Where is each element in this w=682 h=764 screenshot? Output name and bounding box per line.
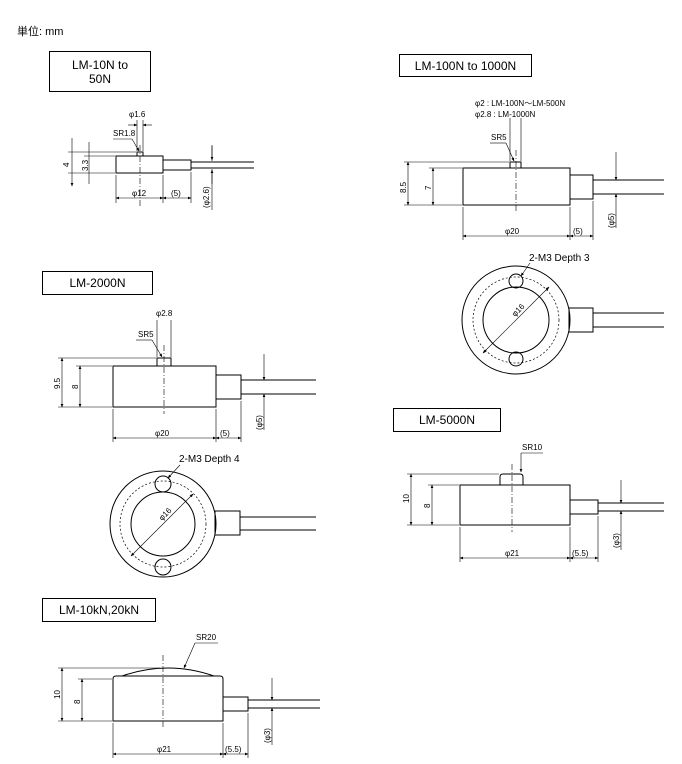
lm100-note-1: φ2 : LM-100N～LM-500N xyxy=(475,99,565,108)
lm2000-dim-sr: SR5 xyxy=(138,330,154,339)
lm5000-side-view: SR10 10 8 φ21 (5.5) (φ3) xyxy=(402,443,664,562)
lm100-strain-relief-top xyxy=(568,307,594,333)
lm10k-dim-height-body: 8 xyxy=(73,699,82,704)
lm10-body xyxy=(115,155,164,174)
lm2000-dim-height-total: 9.5 xyxy=(53,377,62,389)
lm10k-strain-relief xyxy=(222,696,249,712)
lm2000-holes-callout: 2-M3 Depth 4 xyxy=(179,454,240,465)
lm10-strain-relief xyxy=(162,159,192,171)
lm100-outer-circle xyxy=(461,265,571,375)
lm100-pcd-circle xyxy=(472,276,560,364)
lm10k-dome xyxy=(121,667,215,677)
lm5000-dim-sr: SR10 xyxy=(522,443,543,452)
lm2000-dim-button: φ2.8 xyxy=(156,309,173,318)
lm100-hole-bottom xyxy=(508,351,524,367)
lm100-body xyxy=(462,167,571,206)
lm2000-hole-bottom xyxy=(154,558,172,576)
lm100-dim-height-body: 7 xyxy=(424,185,433,190)
lm10-side-view: φ1.6 SR1.8 4 3.3 φ12 (5) (φ2.6) xyxy=(62,110,254,210)
lm10k-dim-diameter: φ21 xyxy=(157,745,172,754)
unit-label: 単位: mm xyxy=(17,26,64,38)
title-lm5000: LM-5000N xyxy=(393,408,501,432)
lm100-dim-sr: SR5 xyxy=(491,133,507,142)
lm2000-dim-cable-length: (5) xyxy=(220,429,230,438)
title-lm5000-text: LM-5000N xyxy=(418,413,476,427)
lm10-dim-cable-diameter: (φ2.6) xyxy=(202,186,211,208)
lm5000-dim-height-body: 8 xyxy=(423,503,432,508)
lm100-dim-height-total: 8.5 xyxy=(399,181,408,193)
lm10k-dim-cable-length: (5.5) xyxy=(225,745,242,754)
lm2000-pcd-circle xyxy=(119,480,207,568)
lm100-note-2: φ2.8 : LM-1000N xyxy=(475,110,536,119)
title-lm10: LM-10N to 50N xyxy=(49,51,151,92)
lm5000-dim-cable-length: (5.5) xyxy=(572,549,589,558)
lm2000-top-view: 2-M3 Depth 4 φ16 xyxy=(109,454,316,578)
lm5000-dim-cable-diameter: (φ3) xyxy=(612,533,621,548)
lm10k-dim-cable-diameter: (φ3) xyxy=(263,728,272,743)
lm10-dim-height-total: 4 xyxy=(62,162,71,167)
lm2000-dim-height-body: 8 xyxy=(71,384,80,389)
lm100-dim-pcd: φ16 xyxy=(510,302,527,319)
lm100-dim-diameter: φ20 xyxy=(505,227,520,236)
title-lm10-text: LM-10N to 50N xyxy=(71,57,129,86)
lm5000-body xyxy=(459,484,571,526)
lm2000-dim-cable-diameter: (φ5) xyxy=(255,415,264,430)
lm10-dim-button: φ1.6 xyxy=(129,110,146,119)
lm10k-dim-sr: SR20 xyxy=(196,633,217,642)
lm10-dim-cable-length: (5) xyxy=(171,189,181,198)
lm2000-hole-top xyxy=(154,475,172,493)
lm5000-dim-height-total: 10 xyxy=(402,494,411,503)
lm10-dim-height-body: 3.3 xyxy=(81,159,90,171)
lm5000-strain-relief xyxy=(569,499,599,515)
lm10-dim-diameter: φ12 xyxy=(132,189,147,198)
lm2000-body xyxy=(112,365,217,408)
title-lm2000: LM-2000N xyxy=(42,271,153,295)
lm5000-dim-diameter: φ21 xyxy=(505,549,520,558)
lm2000-strain-relief xyxy=(215,374,242,400)
lm100-top-view: 2-M3 Depth 3 φ16 xyxy=(461,253,664,375)
lm2000-dim-diameter: φ20 xyxy=(155,429,170,438)
lm5000-dome xyxy=(499,473,524,485)
lm10k-dim-height-total: 10 xyxy=(53,690,62,699)
lm2000-dim-pcd: φ16 xyxy=(157,506,174,523)
lm100-button xyxy=(509,161,522,169)
lm10k-side-view: SR20 10 8 φ21 (5.5) (φ3) xyxy=(53,633,320,758)
lm100-dim-cable-length: (5) xyxy=(573,227,583,236)
title-lm2000-text: LM-2000N xyxy=(69,276,126,290)
lm100-side-view: φ2 : LM-100N～LM-500N φ2.8 : LM-1000N SR5… xyxy=(399,99,664,240)
lm100-hole-top xyxy=(508,273,524,289)
lm100-holes-callout: 2-M3 Depth 3 xyxy=(529,253,590,264)
title-lm10k-text: LM-10kN,20kN xyxy=(58,603,140,617)
lm2000-strain-relief-top xyxy=(214,510,241,536)
title-lm100: LM-100N to 1000N xyxy=(399,54,532,77)
lm100-dim-cable-diameter: (φ5) xyxy=(607,213,616,228)
lm2000-side-view: φ2.8 SR5 9.5 8 φ20 (5) (φ5) xyxy=(53,309,316,442)
title-lm100-text: LM-100N to 1000N xyxy=(414,58,517,73)
lm10k-body xyxy=(112,675,224,722)
lm10-dim-sr: SR1.8 xyxy=(113,129,136,138)
lm100-strain-relief xyxy=(569,174,594,200)
lm2000-outer-circle xyxy=(109,470,217,578)
title-lm10k: LM-10kN,20kN xyxy=(42,598,156,622)
